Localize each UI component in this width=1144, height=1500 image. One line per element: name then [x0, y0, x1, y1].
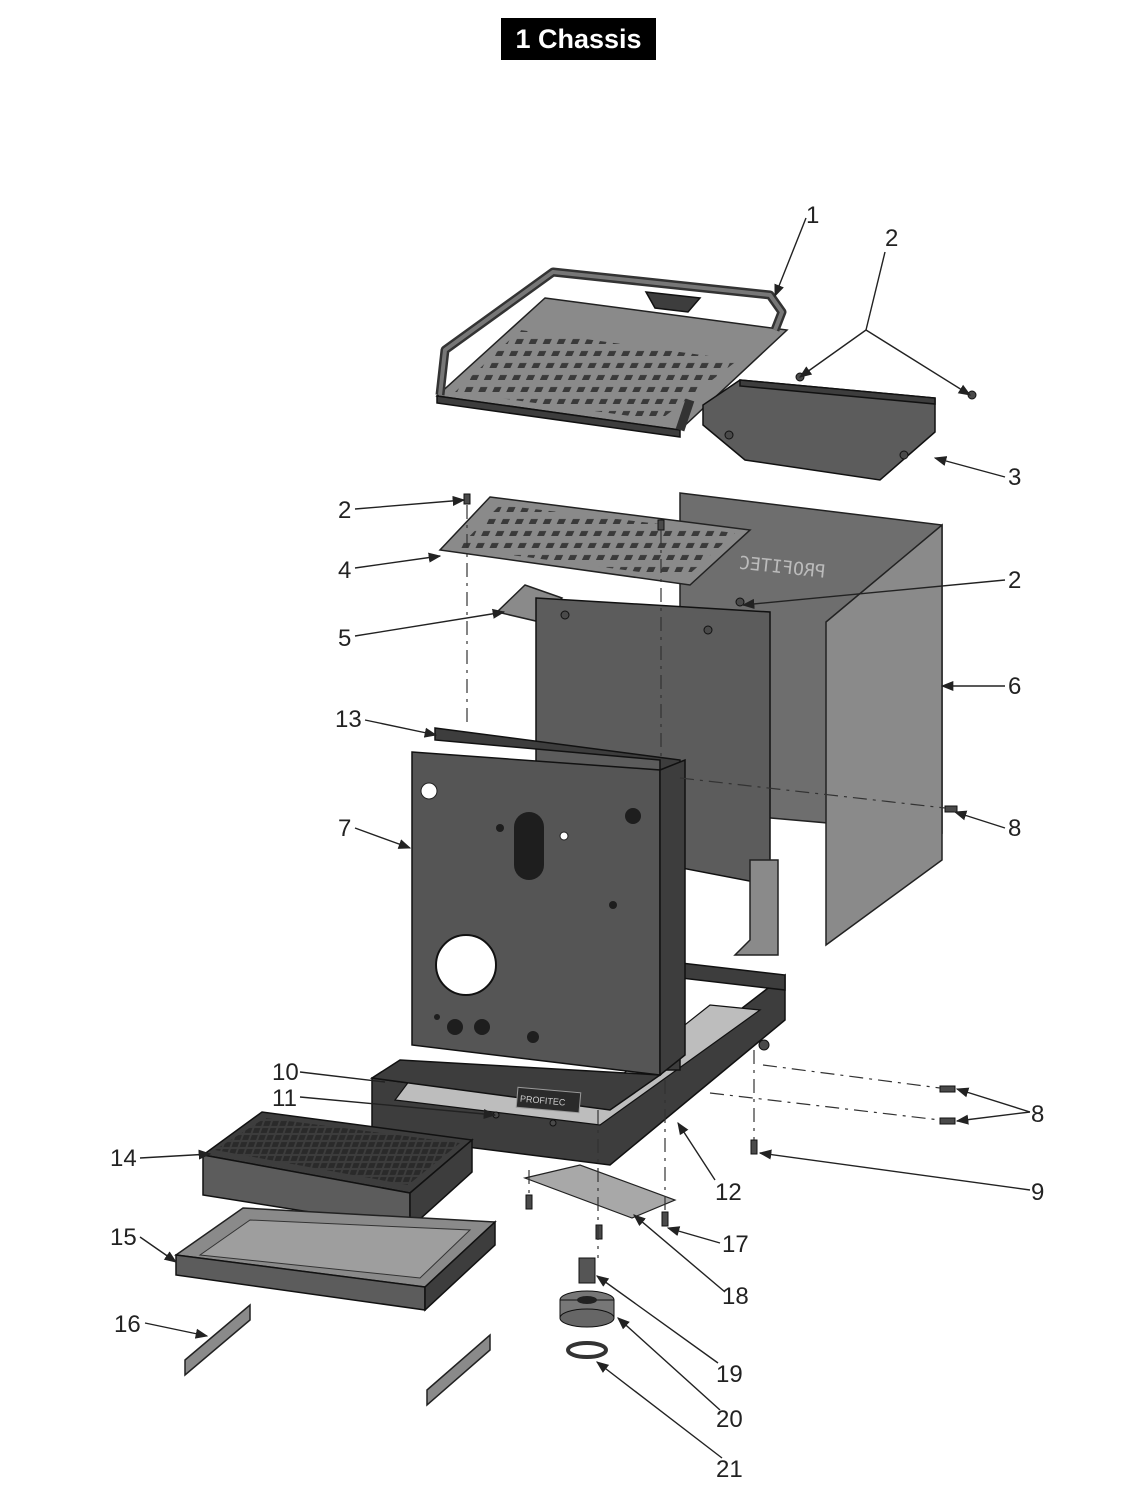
- screws: [463, 493, 958, 1240]
- callout-16: 16: [114, 1311, 141, 1338]
- callout-17: 17: [722, 1231, 749, 1258]
- page-title: 1 Chassis: [501, 18, 656, 60]
- drip-tray: [173, 1207, 497, 1312]
- callout-6: 6: [1008, 673, 1021, 700]
- callout-3: 3: [1008, 464, 1021, 491]
- trim-strips: [184, 1303, 491, 1407]
- callout-1: 1: [806, 202, 819, 229]
- rear-cover-plate: [702, 372, 977, 481]
- callout-20: 20: [716, 1406, 743, 1433]
- callout-10: 10: [272, 1059, 299, 1086]
- callout-9: 9: [1031, 1179, 1044, 1206]
- perforated-top-plate: [438, 496, 752, 586]
- base-frame: PROFITEC: [369, 959, 786, 1166]
- callout-8-upper: 8: [1008, 815, 1021, 842]
- front-panel: [411, 727, 686, 1077]
- alignment-lines: [466, 505, 946, 1258]
- callout-14: 14: [110, 1145, 137, 1172]
- foot-assembly: [559, 1257, 615, 1359]
- callout-13: 13: [335, 706, 362, 733]
- callout-4: 4: [338, 557, 351, 584]
- callout-21: 21: [716, 1456, 743, 1483]
- leader-lines: [139, 217, 1031, 1459]
- callout-8-lower: 8: [1031, 1101, 1044, 1128]
- callout-2-right: 2: [1008, 567, 1021, 594]
- callout-7: 7: [338, 815, 351, 842]
- callout-15: 15: [110, 1224, 137, 1251]
- callout-19: 19: [716, 1361, 743, 1388]
- callout-12: 12: [715, 1179, 742, 1206]
- callout-5: 5: [338, 625, 351, 652]
- callout-18: 18: [722, 1283, 749, 1310]
- callout-11: 11: [272, 1085, 297, 1112]
- cup-tray: [435, 267, 789, 438]
- callout-2-top: 2: [885, 225, 898, 252]
- drip-tray-grid: [201, 1111, 474, 1230]
- callout-2-left: 2: [338, 497, 351, 524]
- bottom-plate: [522, 1164, 677, 1219]
- base-logo: PROFITEC: [520, 1094, 567, 1108]
- callout-numbers: 1 2 3 2 4 5 2 6 13 8 7 10 11 8 14 9 12 1…: [110, 202, 1044, 1483]
